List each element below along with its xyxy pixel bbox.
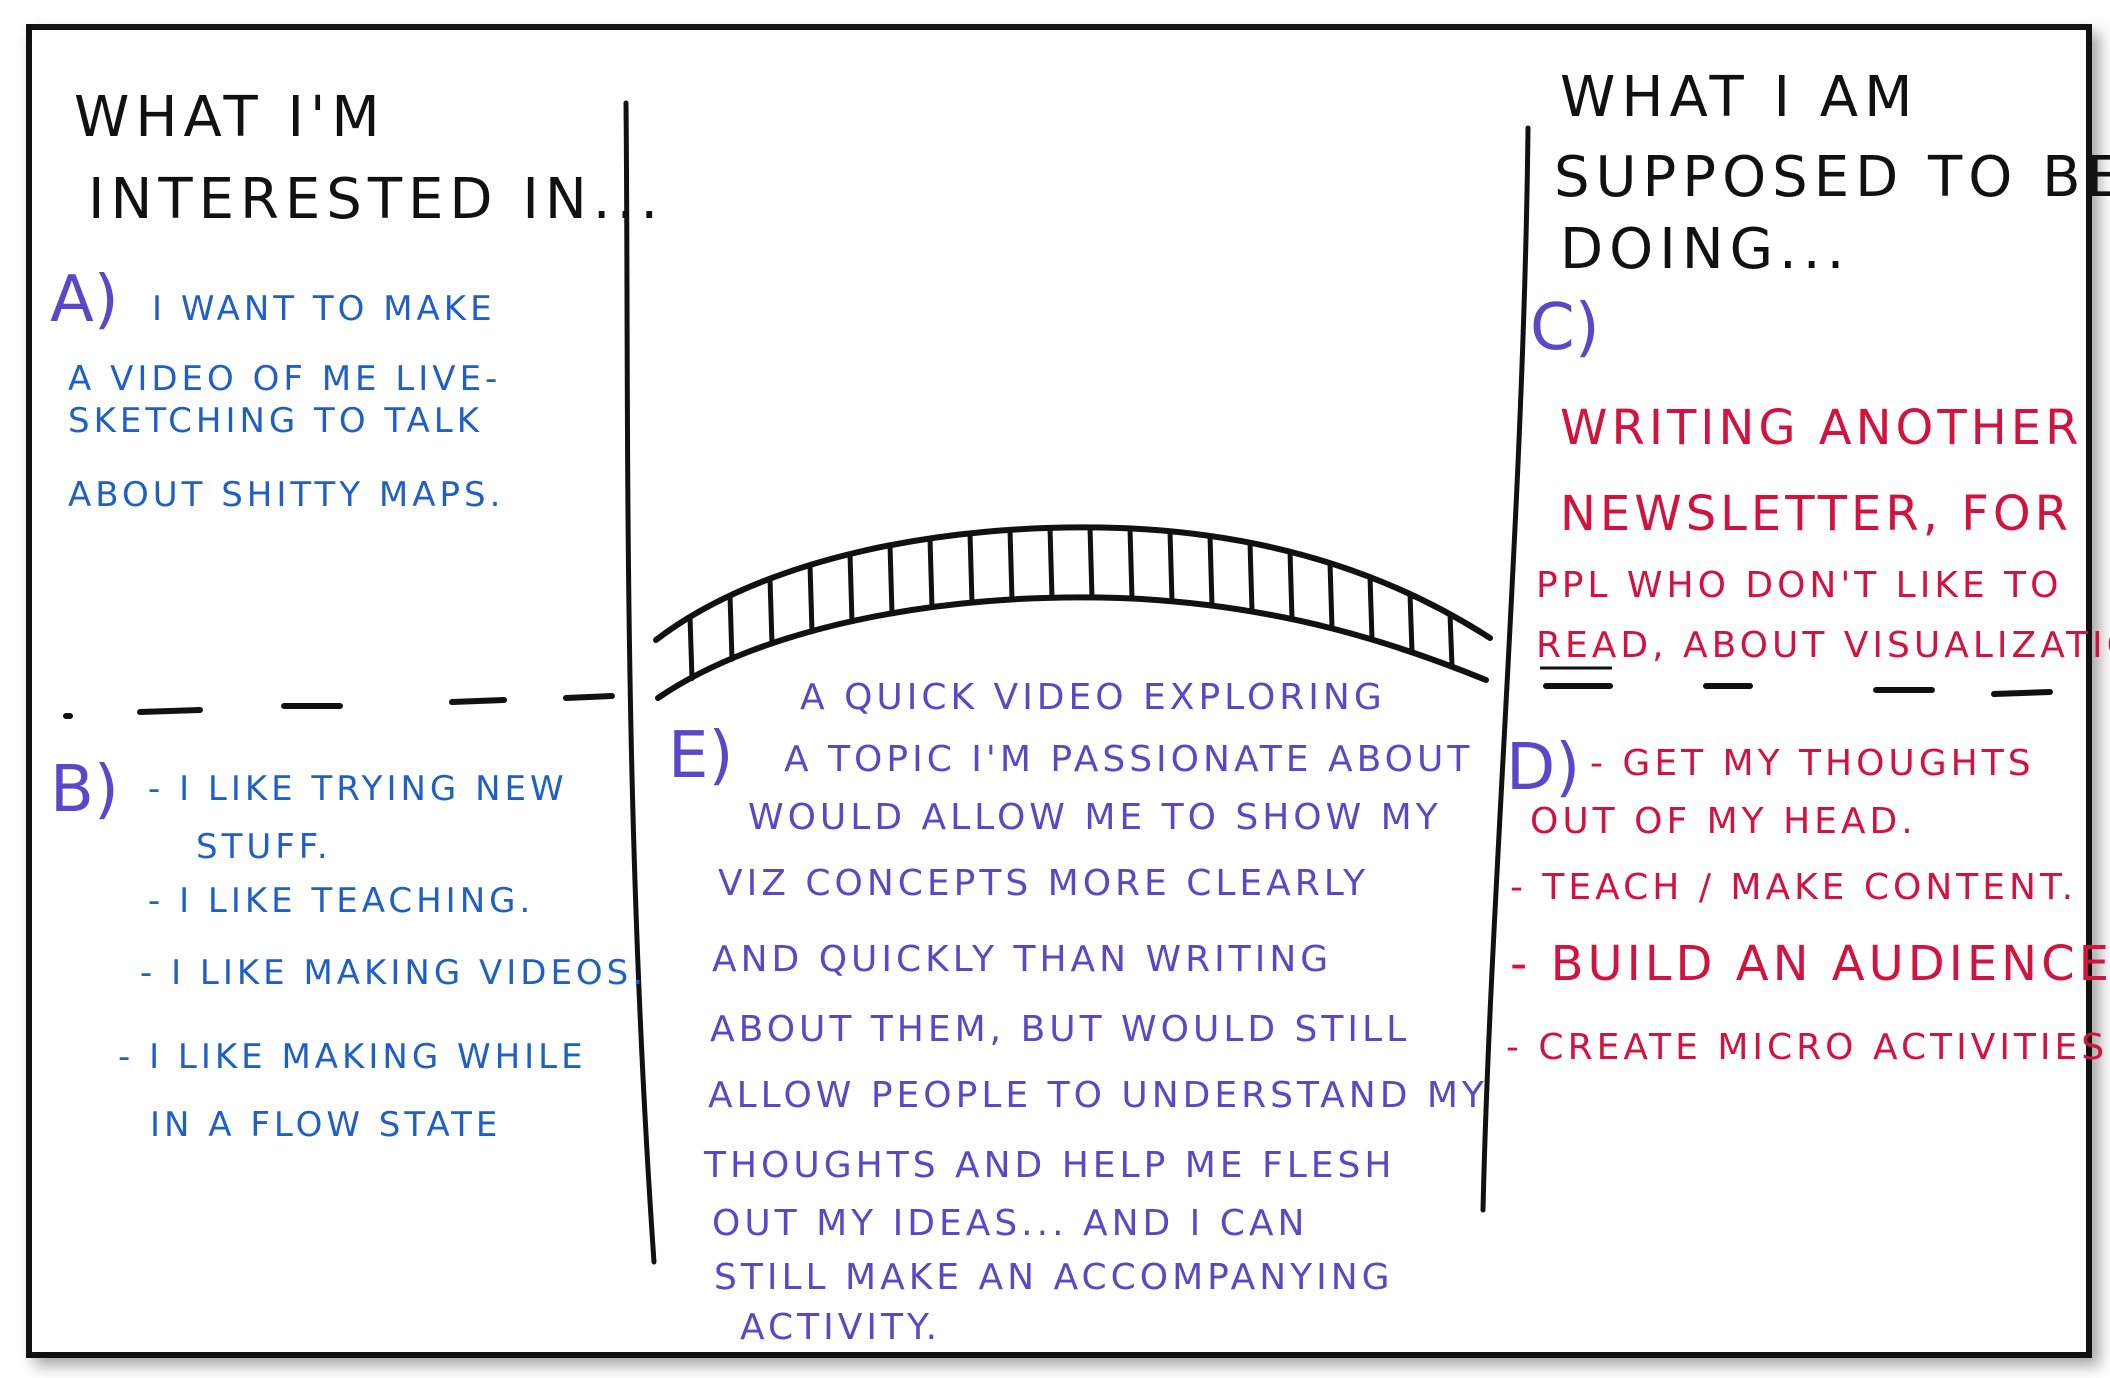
bridge-slat (1327, 560, 1335, 631)
bridge-slat (687, 614, 695, 681)
right-cliff-line (1480, 125, 1531, 1213)
bridge-slats (687, 524, 1455, 681)
bridge-slat (927, 535, 935, 610)
section-e-line-7: ALLOW PEOPLE TO UNDERSTAND MY (708, 1075, 1488, 1116)
section-b-line-6: IN A FLOW STATE (150, 1105, 502, 1145)
section-a-line-4: ABOUT SHITTY MAPS. (68, 475, 505, 515)
marker-b: B) (50, 753, 119, 827)
marker-d: D) (1506, 731, 1581, 805)
section-e-line-5: AND QUICKLY THAN WRITING (712, 939, 1333, 980)
bridge-slat (767, 576, 775, 647)
bridge-slat (1047, 525, 1055, 601)
bridge-slat (887, 542, 895, 617)
right-dashed-separator (1543, 683, 2053, 697)
section-b-line-3: - I LIKE TEACHING. (148, 881, 535, 921)
section-c-line-4: READ, ABOUT VISUALIZATION. (1536, 625, 2110, 666)
bridge-top-rail (653, 524, 1493, 643)
section-e-line-3: WOULD ALLOW ME TO SHOW MY (748, 797, 1442, 838)
section-e-line-11: ACTIVITY. (740, 1307, 942, 1348)
section-d-line-1: - GET MY THOUGHTS (1590, 743, 2035, 784)
bridge-slat (727, 593, 735, 662)
marker-c: C) (1530, 291, 1600, 365)
bridge-slat (967, 530, 975, 606)
section-b-line-1: - I LIKE TRYING NEW (148, 769, 568, 809)
bridge-slat (1127, 525, 1135, 601)
section-d-line-3: - TEACH / MAKE CONTENT. (1510, 867, 2078, 908)
bridge-slat (1247, 540, 1255, 614)
section-c-line-1: WRITING ANOTHER (1560, 400, 2083, 456)
section-d-line-2: OUT OF MY HEAD. (1530, 801, 1917, 842)
section-b-line-5: - I LIKE MAKING WHILE (118, 1037, 587, 1077)
bridge-slat (1167, 528, 1175, 604)
section-b-line-4: - I LIKE MAKING VIDEOS. (140, 953, 648, 993)
section-d-line-5: - CREATE MICRO ACTIVITIES. (1506, 1027, 2110, 1068)
section-c-line-3: PPL WHO DON'T LIKE TO (1536, 565, 2063, 606)
section-e-line-2: A TOPIC I'M PASSIONATE ABOUT (784, 739, 1474, 780)
bridge-slat (1007, 527, 1015, 603)
section-a-line-3: SKETCHING TO TALK (68, 401, 484, 441)
bridge-slat (1407, 591, 1415, 655)
bridge-slat (1287, 549, 1295, 622)
right-heading-line-1: WHAT I AM (1560, 65, 1919, 130)
left-dashed-separator (63, 693, 615, 719)
bridge-slat (1447, 611, 1455, 669)
bridge-slat (1367, 574, 1375, 642)
section-e-line-10: STILL MAKE AN ACCOMPANYING (714, 1257, 1394, 1298)
drawing-frame (26, 24, 2092, 1358)
bridge-slat (1207, 533, 1215, 608)
bridge-slat (847, 551, 855, 625)
section-e-line-1: A QUICK VIDEO EXPLORING (800, 677, 1386, 718)
section-a-line-1: I WANT TO MAKE (152, 289, 496, 329)
section-e-line-8: THOUGHTS AND HELP ME FLESH (704, 1145, 1396, 1186)
right-heading-line-2: SUPPOSED TO BE (1554, 145, 2110, 210)
section-c-line-2: NEWSLETTER, FOR (1560, 486, 2072, 542)
marker-e: E) (668, 719, 734, 793)
section-b-line-2: STUFF. (196, 827, 332, 867)
section-a-line-2: A VIDEO OF ME LIVE- (68, 359, 502, 399)
left-heading-line-2: INTERESTED IN... (88, 167, 665, 232)
left-heading-line-1: WHAT I'M (74, 85, 386, 150)
section-e-line-4: VIZ CONCEPTS MORE CLEARLY (718, 863, 1370, 904)
bridge-slat (807, 562, 815, 635)
section-e-line-9: OUT MY IDEAS... AND I CAN (712, 1203, 1309, 1244)
right-heading-line-3: DOING... (1560, 217, 1851, 282)
section-e-line-6: ABOUT THEM, BUT WOULD STILL (710, 1009, 1411, 1050)
bridge-bottom-rail (655, 594, 1489, 701)
bridge-slat (1087, 524, 1095, 600)
marker-a: A) (50, 263, 119, 337)
left-cliff-line (623, 100, 657, 1265)
section-d-line-4: - BUILD AN AUDIENCE. (1510, 936, 2110, 992)
